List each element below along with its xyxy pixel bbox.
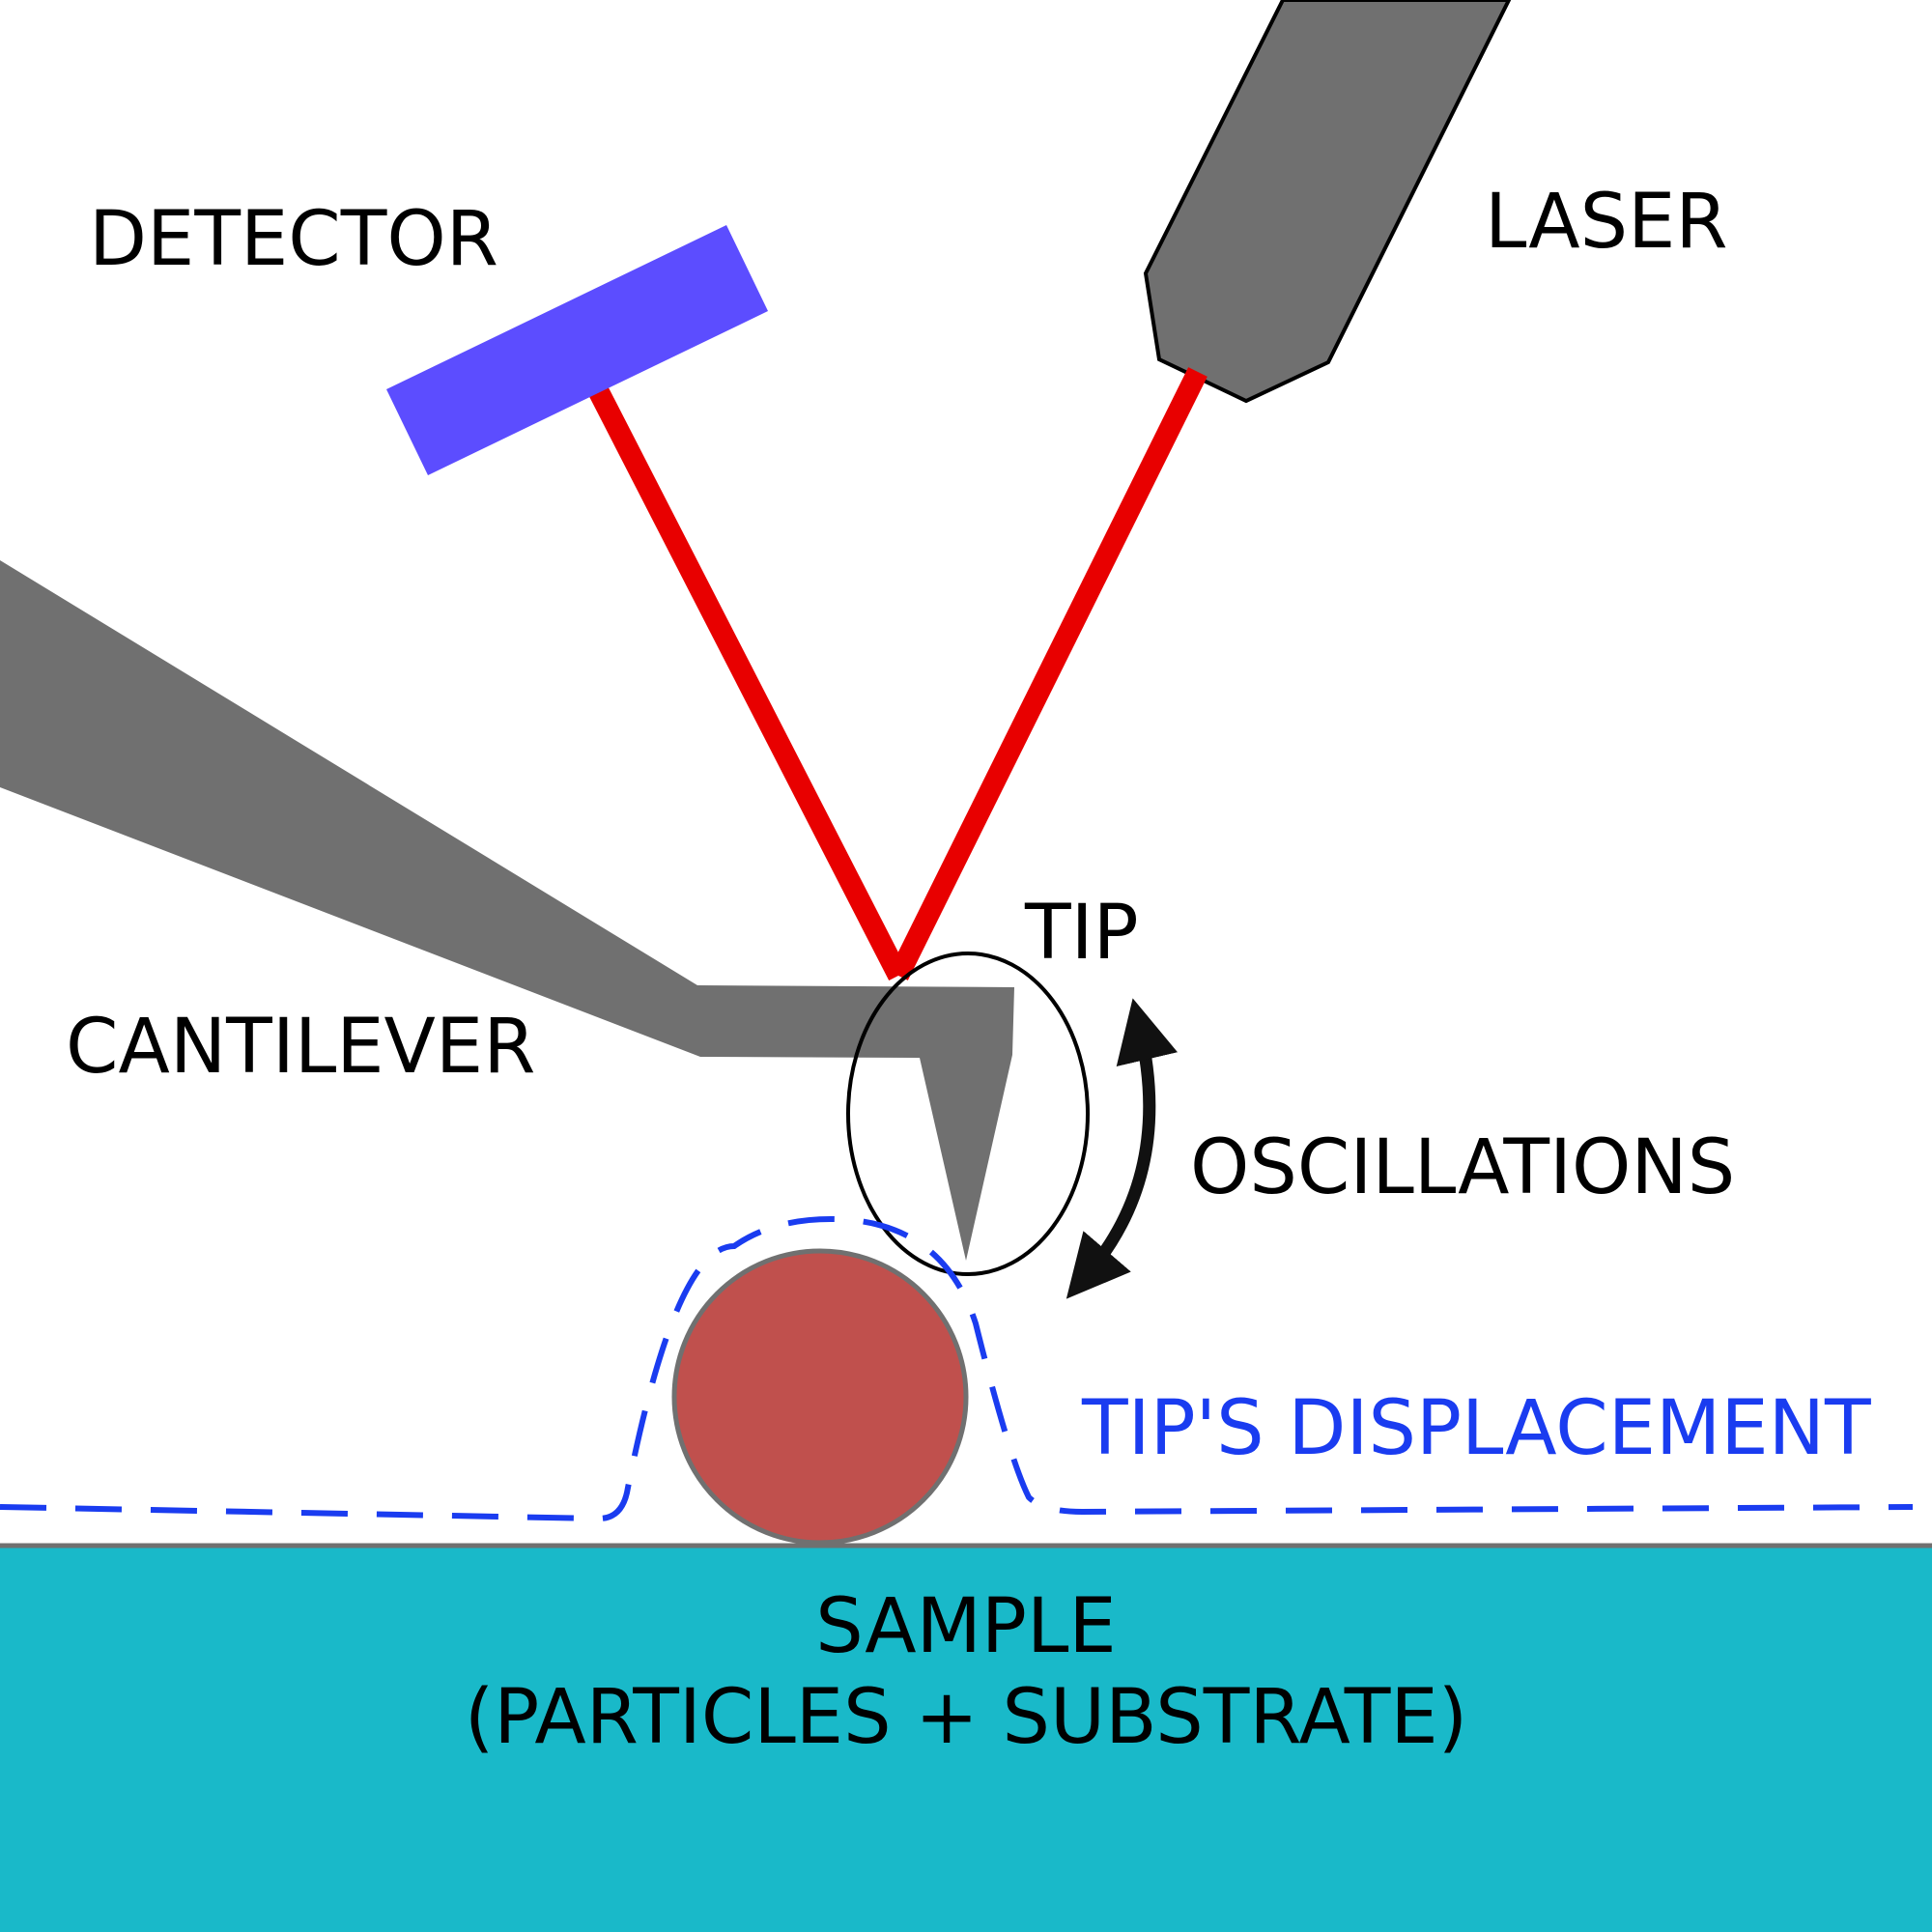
- tip-label: TIP: [1024, 890, 1139, 977]
- oscillation-arrow: [1065, 998, 1179, 1299]
- laser-housing: [1143, 0, 1512, 404]
- tip-displacement-label: TIP'S DISPLACEMENT: [1081, 1385, 1871, 1472]
- sample-sublabel: (PARTICLES + SUBSTRATE): [465, 1674, 1467, 1761]
- substrate: [0, 1546, 1932, 1932]
- cantilever-label: CANTILEVER: [66, 1004, 535, 1091]
- particle: [671, 1248, 969, 1546]
- laser-beam-reflected: [587, 383, 908, 981]
- cantilever: [0, 560, 1014, 1261]
- sample-label: SAMPLE: [815, 1583, 1116, 1670]
- laser-beam-incident: [889, 367, 1208, 980]
- detector-label: DETECTOR: [89, 196, 498, 283]
- oscillations-label: OSCILLATIONS: [1190, 1124, 1735, 1211]
- photodetector: [386, 225, 768, 475]
- tip-displacement-path: [0, 1215, 1914, 1522]
- laser-label: LASER: [1485, 179, 1728, 266]
